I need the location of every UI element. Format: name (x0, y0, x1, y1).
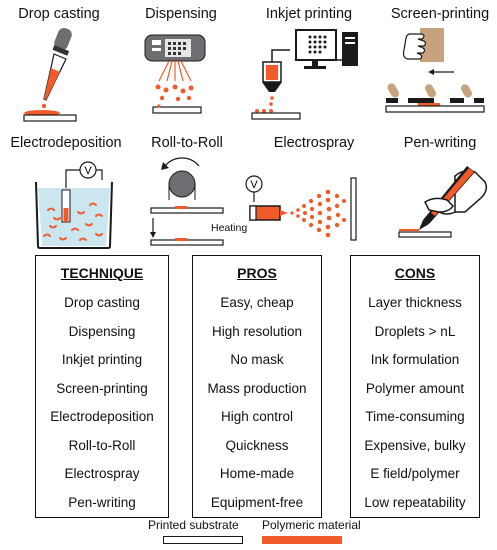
method-label-drop-casting: Drop casting (18, 6, 100, 22)
pros-row: Quickness (225, 437, 289, 453)
cons-row: Droplets > nL (374, 323, 456, 339)
technique-column: TECHNIQUE Drop casting Dispensing Inkjet… (35, 255, 169, 518)
electrodeposition-beaker-icon: V (35, 161, 113, 249)
method-label-roll-to-roll: Roll-to-Roll (151, 135, 223, 151)
dispenser-icon (144, 34, 206, 114)
cons-row: E field/polymer (370, 466, 460, 481)
voltmeter-symbol-electrospray: V (250, 179, 258, 191)
cons-row: Ink formulation (370, 352, 460, 367)
cons-row: Expensive, bulky (364, 437, 466, 453)
pros-header: PROS (237, 265, 277, 281)
method-label-pen-writing: Pen-writing (403, 135, 477, 151)
cons-header: CONS (394, 265, 436, 281)
legend-polymer-swatch (262, 536, 342, 544)
pros-row: Equipment-free (210, 494, 304, 510)
heating-label: Heating (211, 222, 248, 234)
cons-row: Time-consuming (365, 409, 465, 424)
pros-row: No mask (230, 352, 284, 367)
legend-substrate-swatch (163, 536, 243, 544)
electrospray-icon: V (245, 175, 357, 241)
technique-row: Electrodeposition (50, 409, 154, 424)
technique-row: Roll-to-Roll (68, 437, 136, 453)
pros-row: Home-made (219, 466, 295, 481)
pros-row: Easy, cheap (220, 295, 294, 310)
pros-row: Mass production (207, 380, 307, 396)
method-label-inkjet-printing: Inkjet printing (265, 6, 353, 22)
cons-row: Layer thickness (368, 295, 462, 310)
technique-row: Pen-writing (68, 494, 136, 510)
pros-row: High control (220, 409, 294, 424)
technique-row: Screen-printing (56, 380, 148, 396)
method-label-electrodeposition: Electrodeposition (10, 135, 122, 151)
roll-to-roll-icon (150, 157, 224, 246)
cons-column: CONS Layer thickness Droplets > nL Ink f… (350, 255, 480, 518)
technique-row: Drop casting (64, 295, 140, 310)
legend-substrate-label: Printed substrate (148, 518, 239, 532)
dropper-icon (23, 27, 77, 122)
technique-row: Inkjet printing (61, 352, 143, 367)
pen-writing-icon (398, 166, 488, 238)
cons-row: Low repeatability (364, 494, 466, 510)
screen-printing-icon (385, 28, 485, 113)
pros-row: High resolution (211, 323, 303, 339)
technique-header: TECHNIQUE (60, 265, 144, 281)
technique-row: Dispensing (68, 323, 136, 339)
method-label-electrospray: Electrospray (273, 135, 355, 151)
cons-row: Polymer amount (365, 380, 465, 396)
pros-column: PROS Easy, cheap High resolution No mask… (192, 255, 322, 518)
technique-row: Electrospray (64, 466, 140, 481)
legend-polymer-label: Polymeric material (262, 518, 361, 532)
method-label-screen-printing: Screen-printing (390, 6, 490, 22)
voltmeter-symbol: V (84, 165, 92, 177)
inkjet-printer-icon (251, 29, 358, 120)
method-label-dispensing: Dispensing (145, 6, 217, 22)
